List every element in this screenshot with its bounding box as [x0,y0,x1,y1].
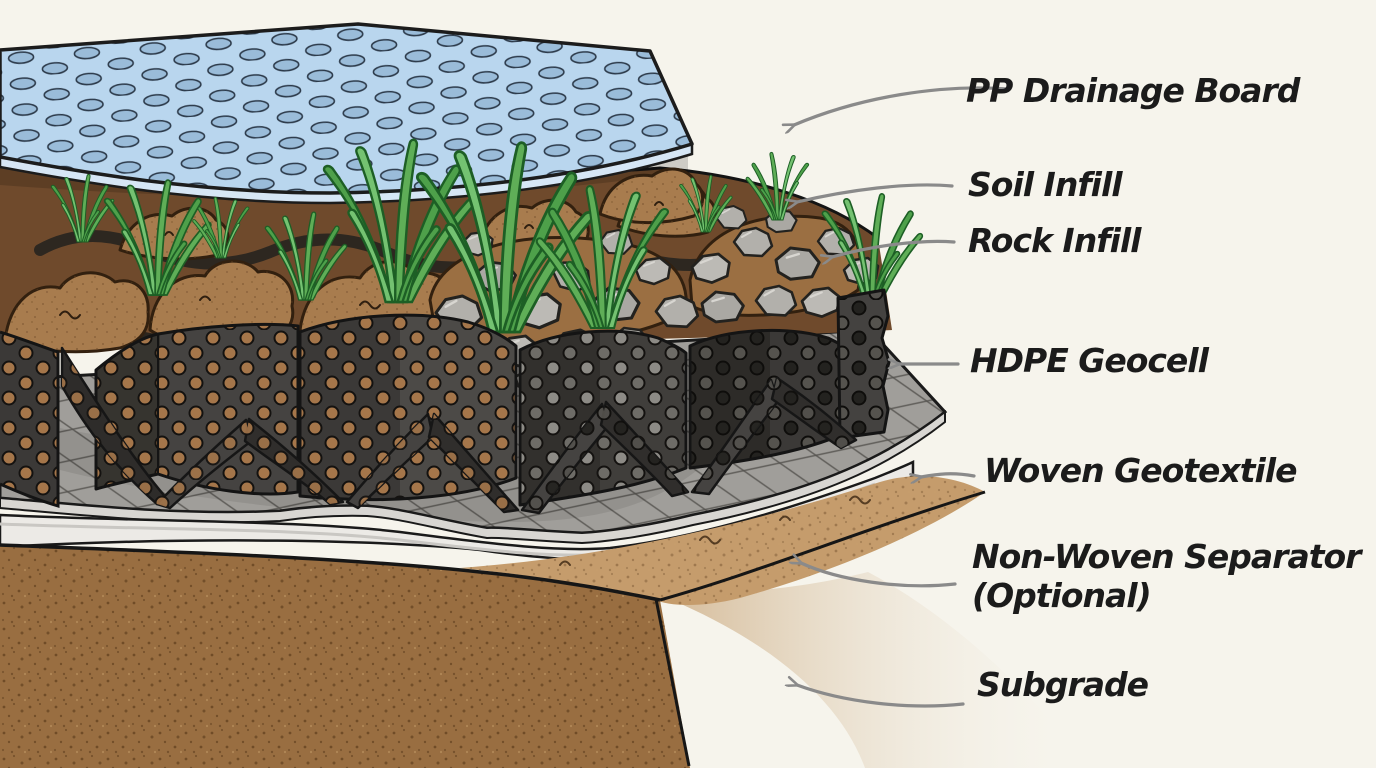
label-hdpe-geocell: HDPE Geocell [970,341,1209,380]
label-non-woven-separator-line1: Non-Woven Separator [972,537,1361,576]
label-woven-geotextile: Woven Geotextile [984,451,1298,490]
ground-shadow [660,572,1090,768]
arrow-pp-drainage-board [794,86,1010,125]
label-non-woven-separator-line2: (Optional) [972,575,1152,615]
arrow-rock-infill [832,239,956,257]
arrow-woven-geotextile [921,472,976,477]
label-pp-drainage-board: PP Drainage Board [966,71,1300,110]
arrow-subgrade [797,685,965,708]
label-soil-infill: Soil Infill [968,165,1123,204]
label-subgrade: Subgrade [977,665,1149,704]
annotation-arrows [794,86,1010,708]
arrow-non-woven-separator [801,563,957,588]
label-non-woven-separator: Non-Woven Separator (Optional) [972,537,1361,616]
label-rock-infill: Rock Infill [968,221,1141,260]
arrow-soil-infill [797,183,954,202]
